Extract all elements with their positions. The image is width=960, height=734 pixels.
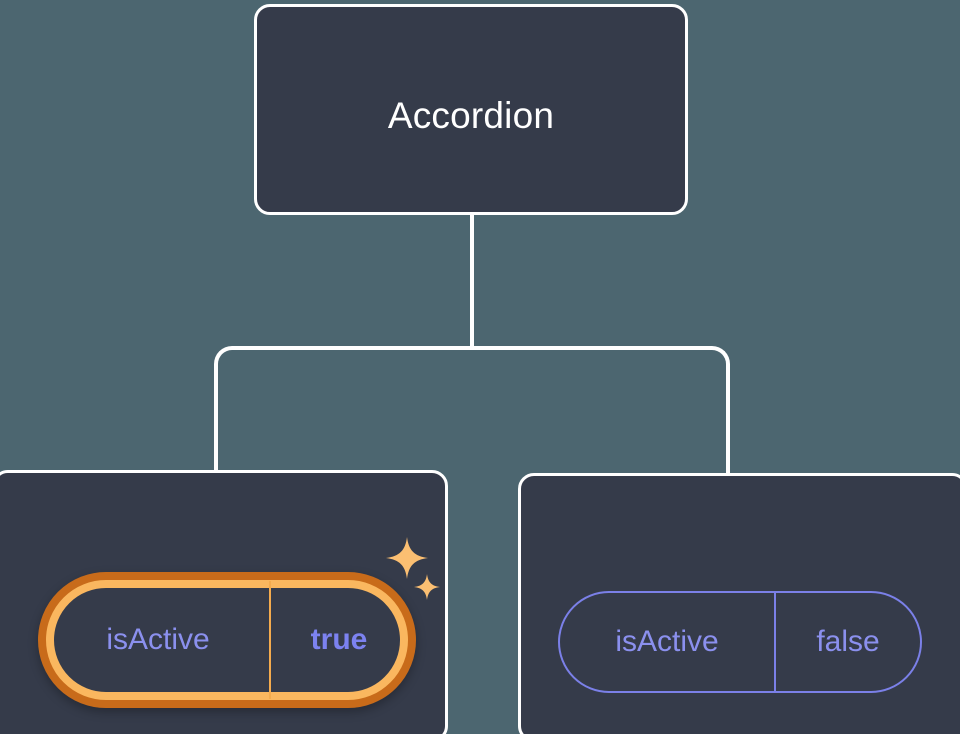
- prop-key-label: isActive: [615, 625, 719, 658]
- prop-key-label: isActive: [106, 623, 210, 656]
- sparkle-small-icon: [414, 574, 440, 600]
- prop-pill-isactive-true[interactable]: isActive true: [38, 572, 416, 708]
- prop-pill-isactive-false[interactable]: isActive false: [558, 591, 922, 693]
- node-accordion-title: Accordion: [387, 95, 555, 136]
- node-accordion[interactable]: Accordion: [254, 4, 688, 215]
- sparkle-large-icon: [386, 537, 428, 579]
- prop-value-label: true: [269, 581, 407, 699]
- connector-root-stem: [470, 215, 474, 348]
- connector-branch-bar: [214, 346, 730, 476]
- prop-value-label: false: [774, 593, 920, 691]
